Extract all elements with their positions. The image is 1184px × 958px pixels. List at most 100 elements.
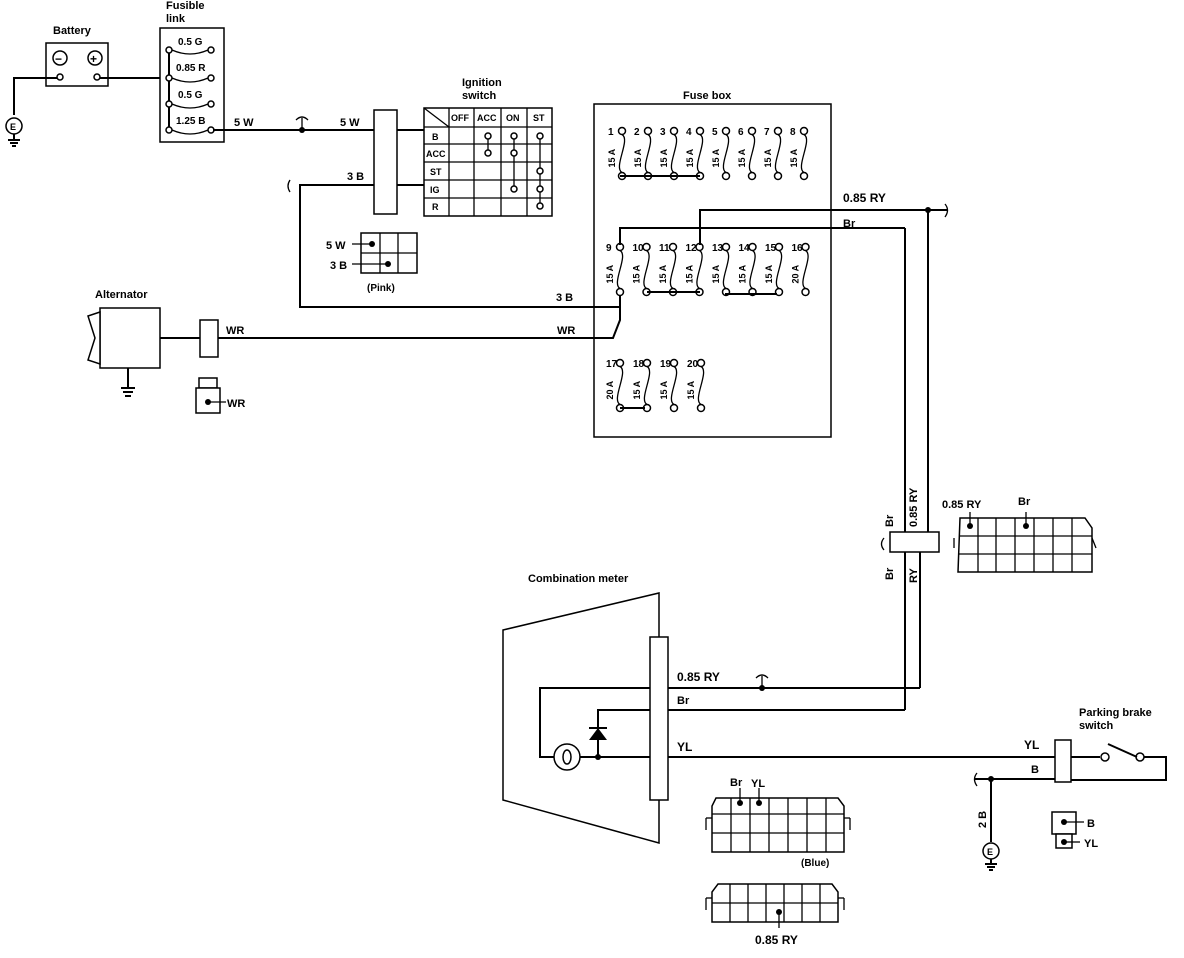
ignition-col-header: ST (533, 113, 545, 123)
wire-label: 5 W (340, 117, 360, 129)
fuse-rating: 15 A (685, 148, 695, 167)
fuse-number: 17 (606, 359, 618, 370)
fuse-rating: 15 A (633, 148, 643, 167)
fusible-link-label-1: Fusible (166, 0, 205, 12)
parking-brake-switch: Parking brake switch (1054, 707, 1167, 783)
battery-plus-symbol: + (90, 52, 97, 66)
fuse-number: 3 (660, 127, 666, 138)
inline-connector (889, 531, 940, 553)
fuse-rating: 15 A (605, 264, 615, 283)
fuse-number: 18 (633, 359, 645, 370)
fuse-rating: 15 A (764, 264, 774, 283)
combination-meter: Combination meter (502, 573, 669, 844)
fuse-number: 12 (686, 243, 698, 254)
wire-label: Br (884, 514, 896, 527)
wire-label: Br (677, 695, 690, 707)
wire-label: 0.85 RY (755, 933, 798, 947)
wire-label: 3 B (556, 292, 573, 304)
fuse-number: 15 (765, 243, 777, 254)
fuse-rating: 15 A (738, 264, 748, 283)
wire-label: WR (227, 398, 245, 410)
fuse-17: 17 20 A (605, 358, 625, 413)
fuse-1: 115 A (607, 126, 627, 181)
fuse-rating: 15 A (737, 148, 747, 167)
fuse-rating: 15 A (632, 380, 642, 399)
lamp-icon (553, 743, 581, 771)
ignition-col-header: ON (506, 113, 520, 123)
fusible-link-rating: 1.25 B (176, 116, 205, 127)
fuse-number: 11 (659, 243, 670, 254)
fuse-15: 15 15 A (764, 242, 784, 297)
wire-label: 0.85 RY (908, 487, 920, 527)
fuse-box: Fuse box (593, 90, 832, 438)
battery-label: Battery (53, 25, 92, 37)
fuse-box-label: Fuse box (683, 90, 732, 102)
bottom-connector: 0.85 RY (705, 883, 845, 947)
wire-label: Br (730, 777, 743, 789)
fusible-link-rating: 0.5 G (178, 37, 203, 48)
ignition-row-header: IG (430, 185, 440, 195)
wire-label: 5 W (326, 240, 346, 252)
fuse-rating: 20 A (605, 380, 615, 399)
fuse-5: 5 15 A (711, 126, 731, 181)
fuse-rating: 15 A (685, 264, 695, 283)
alternator: Alternator (87, 289, 219, 397)
multi-pin-connector: 0.85 RY Br (942, 496, 1097, 573)
fuse-3: 3 15 A (659, 126, 679, 181)
wire-label: RY (908, 567, 920, 583)
wire-label: 3 B (347, 171, 364, 183)
fuse-rating: 15 A (659, 148, 669, 167)
fuse-18: 18 15 A (632, 358, 652, 413)
fuse-8: 815 A (789, 126, 809, 181)
ignition-row-header: ST (430, 167, 442, 177)
pink-connector: 5 W 3 B (Pink) (326, 232, 418, 294)
wire-label: B (1031, 764, 1039, 776)
wire-label: 2 B (977, 811, 989, 828)
alternator-connector: WR (195, 377, 245, 414)
fusible-link: Fusible link 0.5 G 0.85 R 0.5 G 1.25 B (159, 0, 225, 143)
battery-minus-symbol: − (55, 52, 62, 66)
fuse-rating: 15 A (658, 264, 668, 283)
wire-label: YL (1084, 838, 1098, 850)
fuse-rating: 15 A (763, 148, 773, 167)
fuse-rating: 20 A (791, 264, 801, 283)
blue-label: (Blue) (801, 858, 829, 869)
diode-icon (589, 728, 607, 740)
fuse-number: 5 (712, 127, 718, 138)
wire-label: 5 W (234, 117, 254, 129)
wire-label: YL (1024, 738, 1039, 752)
alternator-label: Alternator (95, 289, 148, 301)
fuse-9: 915 A (605, 242, 625, 297)
ignition-row-header: R (432, 202, 439, 212)
ignition-switch-label-2: switch (462, 90, 497, 102)
wire-label: Br (1018, 496, 1031, 508)
fuse-number: 10 (633, 243, 645, 254)
wire-label: WR (557, 325, 575, 337)
ignition-col-header: ACC (477, 113, 497, 123)
fuse-rating: 15 A (659, 380, 669, 399)
wire-label: B (1087, 818, 1095, 830)
fuse-2: 2 15 A (633, 126, 653, 181)
wire-label: 0.85 RY (677, 670, 720, 684)
battery: Battery − + (45, 25, 109, 87)
fuse-rating: 15 A (711, 148, 721, 167)
fuse-rating: 15 A (711, 264, 721, 283)
fuse-number: 2 (634, 127, 640, 138)
fuse-rating: 15 A (789, 148, 799, 167)
fuse-12: 12 15 A (685, 242, 704, 297)
fuse-6: 615 A (737, 126, 757, 181)
combination-meter-label: Combination meter (528, 573, 629, 585)
fusible-link-rating: 0.85 R (176, 63, 206, 74)
ignition-switch: Ignition switch OFF ACC ON ST B ACC ST I… (423, 77, 553, 217)
fuse-11: 11 15 A (658, 242, 678, 297)
fuse-number: 4 (686, 127, 692, 138)
parking-brake-connector: B YL (1051, 811, 1098, 850)
